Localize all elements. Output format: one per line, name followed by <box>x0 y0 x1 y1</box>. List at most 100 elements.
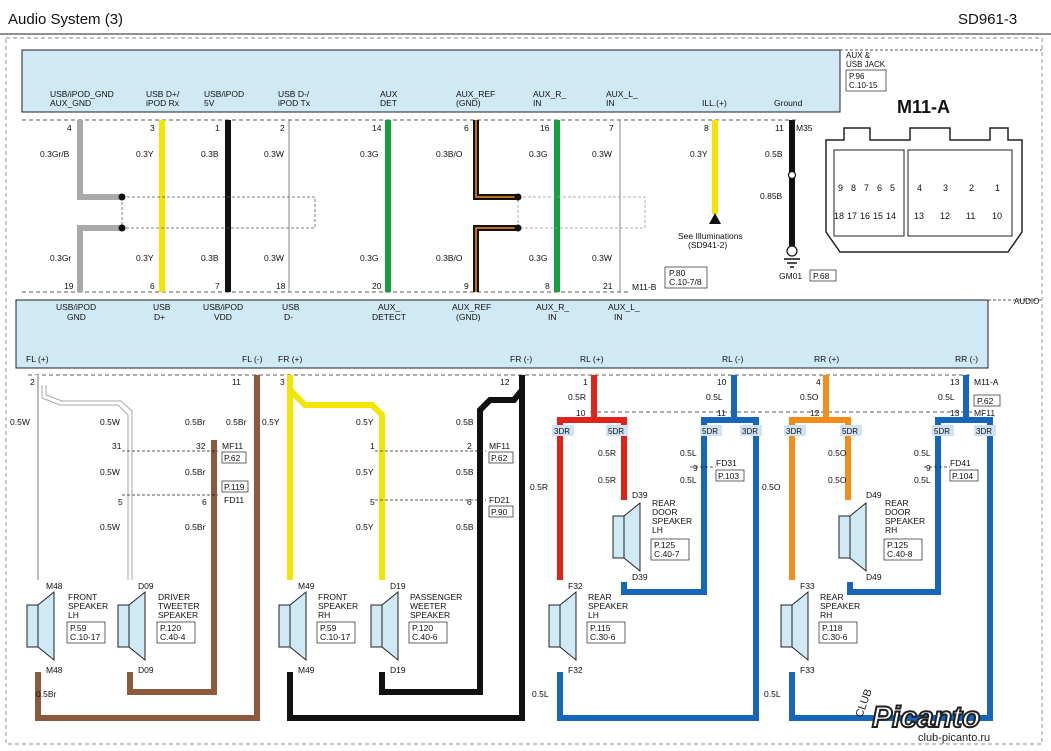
speaker-cone <box>381 590 399 662</box>
speaker-magnet <box>838 515 851 559</box>
wire-label: 0.5Br <box>185 522 205 532</box>
speaker-magnet <box>370 604 383 648</box>
pin-number: 11 <box>717 408 726 418</box>
speaker-label: REAR <box>588 592 612 602</box>
speaker-ref: P.118 <box>822 623 843 633</box>
speaker-passenger-tweeter: PASSENGER WEETER SPEAKER P.120 C.40-6 D1… <box>370 581 462 675</box>
pin-number: 31 <box>112 441 122 451</box>
aux-jack-name-2: USB JACK <box>846 60 886 69</box>
pin-number: 19 <box>64 281 74 291</box>
rl-wire-labels: 0.5R 0.5R 0.5R 0.5R 0.5L 0.5L 0.5L 0.5L <box>530 392 723 699</box>
wire-fr-plus <box>287 375 385 580</box>
cavity-number: 5 <box>890 183 895 193</box>
audio-pin-label: USB <box>153 302 171 312</box>
speaker-magnet <box>548 604 561 648</box>
wire-label: 0.3W <box>264 253 284 263</box>
speaker-ref-box <box>818 621 858 644</box>
cavity-number: 7 <box>864 183 869 193</box>
speaker-ref: C.30-6 <box>822 632 848 642</box>
audio-pin-label: D+ <box>154 312 165 322</box>
pin-number: 5 <box>118 497 123 507</box>
jack-pin-label: DET <box>380 98 397 108</box>
speaker-rear-rh: REAR SPEAKER RH P.118 C.30-6 F33 F33 <box>780 581 860 675</box>
jack-pin-label: AUX_REF <box>456 89 495 99</box>
wire-label: 0.5Br <box>36 689 56 699</box>
jack-pin-label: AUX_R_ <box>533 89 566 99</box>
speaker-label: REAR <box>885 498 909 508</box>
wire-label: 0.5L <box>680 475 697 485</box>
aux-jack-ref-box <box>845 69 887 92</box>
wire-label: 0.5Y <box>356 522 374 532</box>
pin-number: 2 <box>30 377 35 387</box>
speaker-ref-box <box>156 621 196 644</box>
m11b-ref-2: C.10-7/8 <box>669 277 702 287</box>
mf11-ref-box <box>221 451 247 464</box>
wire-label: 0.3G <box>360 253 378 263</box>
pin-number: 1 <box>370 441 375 451</box>
club-picanto-watermark: CLUB Picanto club-picanto.ru <box>854 687 991 744</box>
audio-unit-name: AUDIO <box>1014 297 1039 306</box>
audio-pin-label: VDD <box>214 312 232 322</box>
fd21-ref: P.90 <box>491 507 508 517</box>
dr-tag-text: 3DR <box>786 427 802 436</box>
shield-box-aux <box>517 196 646 229</box>
wire-label: 0.3G <box>529 253 547 263</box>
connector-inner-right <box>907 149 1013 237</box>
pin-number: 12 <box>810 408 820 418</box>
wire-label: 0.5R <box>530 482 548 492</box>
wire-label: 0.5B <box>456 417 474 427</box>
cavity-number: 13 <box>914 211 924 221</box>
wire-label: 0.3B <box>201 253 219 263</box>
wire-label: 0.5L <box>764 689 781 699</box>
dr-tag <box>606 425 628 436</box>
speaker-ref: C.40-4 <box>160 632 186 642</box>
wire-label: 0.5L <box>532 689 549 699</box>
jack-pin-label: AUX_GND <box>50 98 91 108</box>
pin-number: 9 <box>693 463 698 473</box>
mf11-id: MF11 <box>222 441 243 451</box>
fd11-ref: P.119 <box>224 482 245 492</box>
speaker-conn: D39 <box>632 572 648 582</box>
illumination-ref-2: (SD941-2) <box>688 240 727 250</box>
jack-pin-label: ILL.(+) <box>702 98 727 108</box>
m11b-ref-1: P.80 <box>669 268 686 278</box>
m11a-face-title: M11-A <box>897 97 950 117</box>
pin-number: 5 <box>370 497 375 507</box>
speaker-ref-box <box>586 621 626 644</box>
audio-pin-label: FR (-) <box>510 354 532 364</box>
m11a-pin-numbers: 2 11 3 12 1 10 4 13 M11-A <box>30 377 999 387</box>
audio-pin-label: RR (+) <box>814 354 839 364</box>
wire-label: 0.3G <box>529 149 547 159</box>
aux-jack-ref-2: C.10-15 <box>849 81 878 90</box>
audio-pin-label: USB/iPOD <box>203 302 243 312</box>
speaker-conn: F33 <box>800 581 815 591</box>
pin-number: 21 <box>603 281 613 291</box>
cavity-number: 18 <box>834 211 844 221</box>
pin-number: 8 <box>545 281 550 291</box>
audio-pin-label: FL (-) <box>242 354 263 364</box>
cavity-number: 2 <box>969 183 974 193</box>
rr-wire-labels: 0.5O 0.5O 0.5O 0.5O 0.5L 0.5L 0.5L 0.5L <box>762 392 955 699</box>
wire-rl-minus <box>557 375 759 721</box>
speaker-conn: M48 <box>46 581 63 591</box>
wire-label: 0.5B <box>765 149 783 159</box>
dr-tag-text: 3DR <box>742 427 758 436</box>
wire-label: 0.5B <box>456 522 474 532</box>
speaker-conn: D09 <box>138 581 154 591</box>
wire-rr-plus <box>789 375 851 580</box>
speaker-ref: P.125 <box>654 540 675 550</box>
wire-label: 0.3Gr <box>50 253 71 263</box>
fd41-ref: P.104 <box>952 471 973 481</box>
pin-number: 32 <box>196 441 206 451</box>
wire-label: 0.5W <box>100 417 120 427</box>
audio-pin-label: USB/iPOD <box>56 302 96 312</box>
m11b-id: M11-B <box>632 282 657 292</box>
m35-pin-numbers: 4 3 1 2 14 6 16 7 8 11 M35 <box>67 123 813 133</box>
ground-symbol-ring <box>786 245 798 257</box>
audio-pin-label: DETECT <box>372 312 406 322</box>
jack-pin-label: 5V <box>204 98 215 108</box>
pin-number: 16 <box>540 123 550 133</box>
cavity-number: 16 <box>860 211 870 221</box>
audio-pin-label: RR (-) <box>955 354 978 364</box>
